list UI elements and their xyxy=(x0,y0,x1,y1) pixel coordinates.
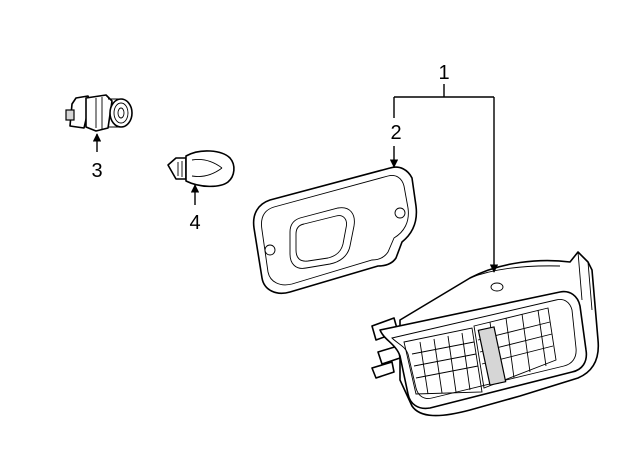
lens-gasket-icon xyxy=(252,166,418,294)
bulb-socket-icon xyxy=(65,94,133,132)
callout-3: 3 xyxy=(91,160,102,182)
callout-2: 2 xyxy=(390,122,401,144)
callout-1: 1 xyxy=(438,62,449,84)
wedge-bulb-icon xyxy=(167,150,235,188)
callout-4: 4 xyxy=(189,212,200,234)
lamp-housing-icon xyxy=(371,251,600,417)
